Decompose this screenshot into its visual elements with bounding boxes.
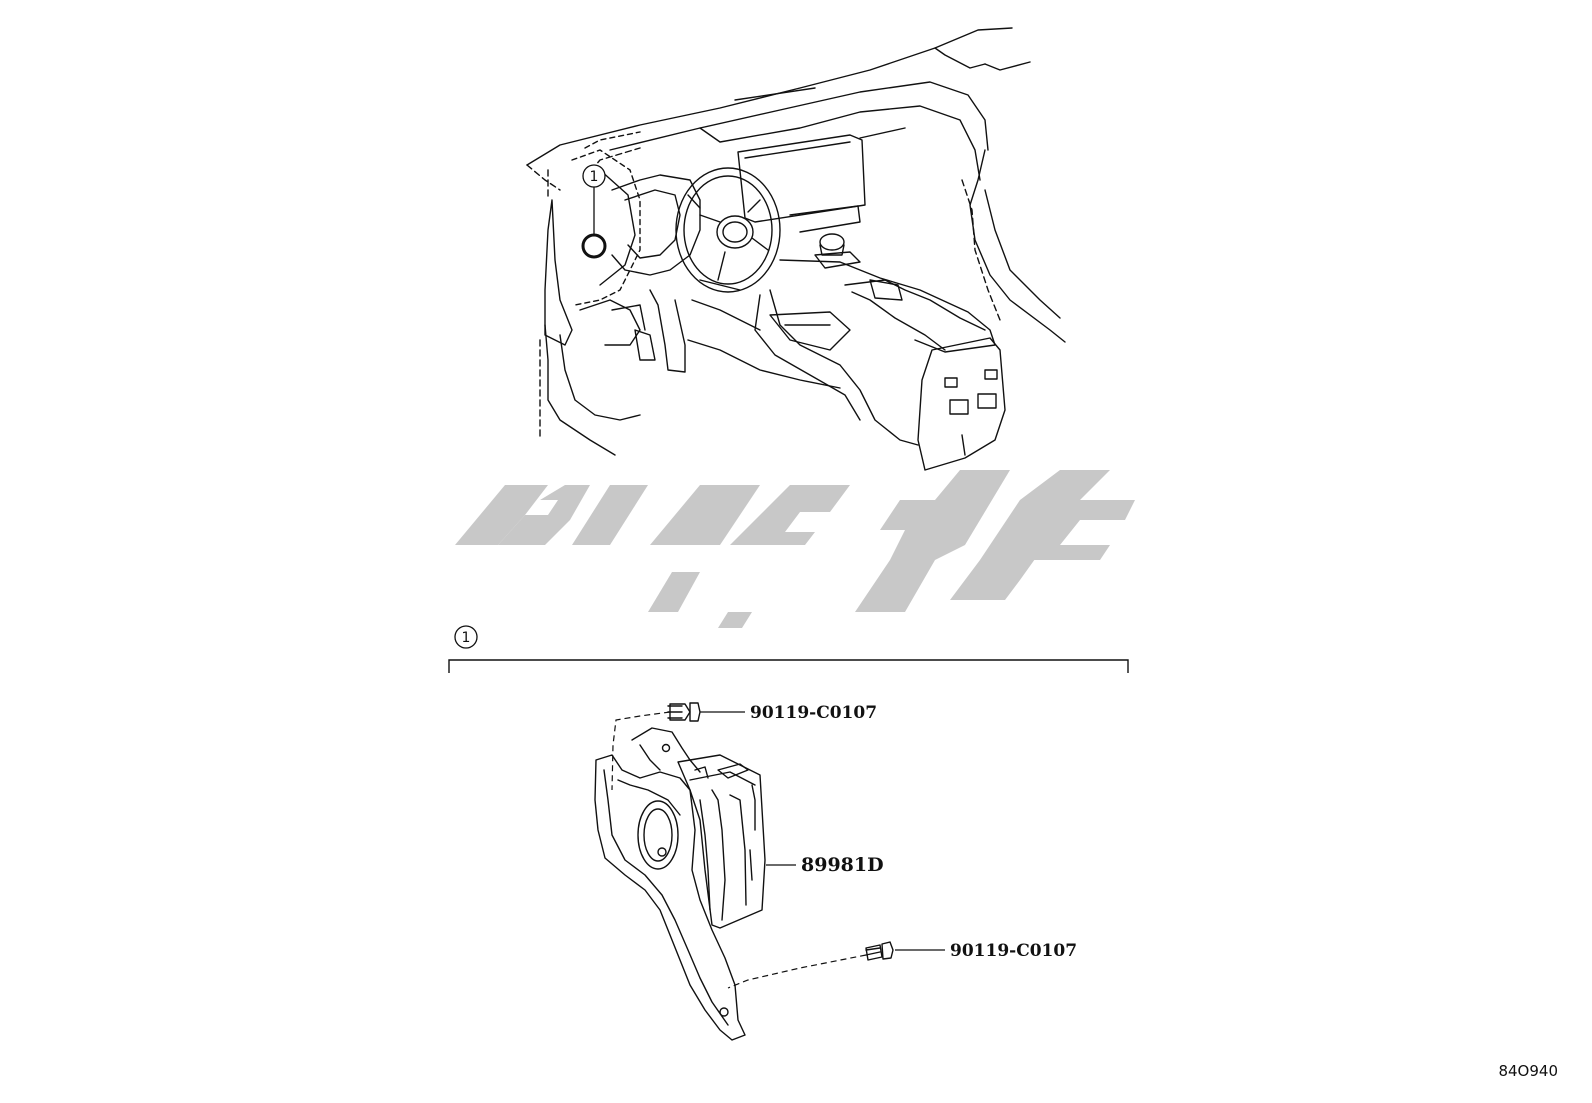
section-number: 1 xyxy=(462,630,471,646)
detail-section-bracket: 1 xyxy=(448,625,1129,673)
part-label-bolt-top[interactable]: 90119-C0107 xyxy=(750,703,877,723)
location-callout-1: 1 xyxy=(581,164,607,259)
module-bracket-illustration xyxy=(594,702,894,1041)
mounting-guide-lines xyxy=(611,711,867,989)
part-label-bolt-bottom[interactable]: 90119-C0107 xyxy=(950,941,1077,961)
illustration-reference-code: 84O940 xyxy=(1498,1062,1558,1080)
callout-number: 1 xyxy=(590,169,599,185)
part-label-module[interactable]: 89981D xyxy=(801,854,884,876)
dashboard-overview-illustration xyxy=(526,27,1066,471)
watermark-logo xyxy=(455,470,1135,628)
part-leader-lines xyxy=(700,711,945,951)
